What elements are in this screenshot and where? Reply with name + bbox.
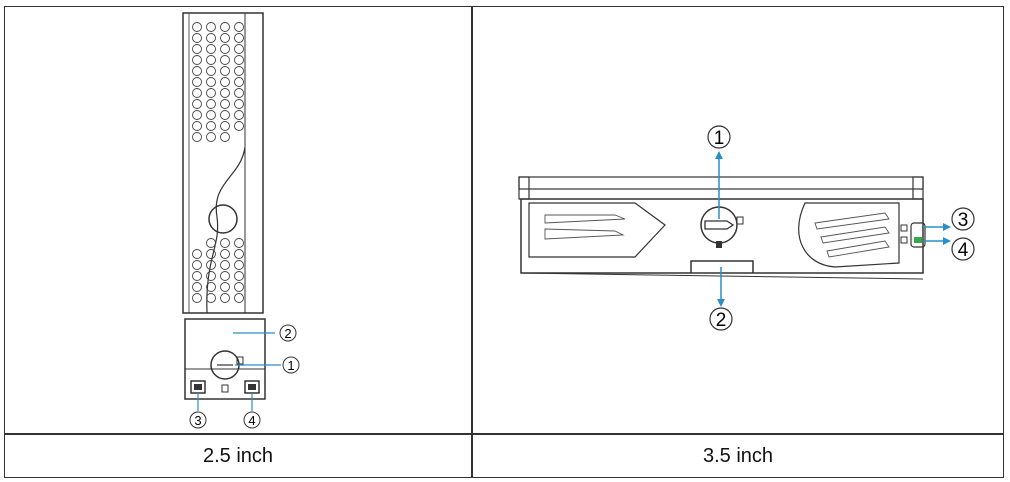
vent-hole xyxy=(192,293,202,303)
vent-hole xyxy=(192,249,202,259)
row-divider xyxy=(5,433,1003,435)
vent-hole xyxy=(192,44,202,54)
caption-3-5-inch: 3.5 inch xyxy=(702,444,774,467)
vent-hole xyxy=(192,132,202,142)
vent-hole xyxy=(234,249,244,259)
vent-hole xyxy=(220,110,230,120)
vent-hole xyxy=(220,88,230,98)
vent-hole xyxy=(192,55,202,65)
status-led xyxy=(914,237,922,243)
vent-hole xyxy=(220,260,230,270)
vent-hole xyxy=(220,293,230,303)
vent-hole xyxy=(206,44,216,54)
vent-hole xyxy=(192,22,202,32)
vent-hole xyxy=(220,77,230,87)
vent-hole xyxy=(220,282,230,292)
drive-tray-3-5-drawing: 1 2 3 4 xyxy=(518,125,975,331)
callout-circle-4 xyxy=(243,411,261,429)
callout-label-4: 4 xyxy=(248,413,255,428)
vent-hole xyxy=(220,132,230,142)
vent-hole xyxy=(234,44,244,54)
vent-hole xyxy=(192,88,202,98)
vent-hole xyxy=(192,77,202,87)
vent-hole xyxy=(206,55,216,65)
drive-tray-3-5-figure: 1 2 3 4 xyxy=(505,107,985,347)
callout-label-2: 2 xyxy=(716,310,727,331)
vent-hole xyxy=(234,66,244,76)
callout-label-4: 4 xyxy=(958,240,969,261)
column-divider xyxy=(471,7,473,477)
vent-hole xyxy=(192,66,202,76)
drive-tray-2-5-figure: 2 1 3 4 xyxy=(145,7,325,433)
callout-circle-2 xyxy=(709,307,733,331)
callout-circle-3 xyxy=(189,411,207,429)
vent-hole xyxy=(192,110,202,120)
drive-tray-2-5-drawing: 2 1 3 4 xyxy=(182,12,300,429)
vent-hole xyxy=(206,238,216,248)
vent-hole xyxy=(220,22,230,32)
vent-hole xyxy=(206,33,216,43)
callout-circle-1 xyxy=(282,356,300,374)
vent-hole xyxy=(234,33,244,43)
callout-circle-1 xyxy=(707,125,731,149)
vent-hole xyxy=(234,121,244,131)
vent-hole xyxy=(206,260,216,270)
vent-hole xyxy=(220,99,230,109)
vent-hole xyxy=(206,88,216,98)
vent-hole xyxy=(206,271,216,281)
vent-hole xyxy=(220,121,230,131)
vent-hole xyxy=(234,260,244,270)
vent-hole xyxy=(192,99,202,109)
vent-hole xyxy=(220,66,230,76)
figure-table: 2 1 3 4 xyxy=(4,6,1004,478)
callout-label-1: 1 xyxy=(287,358,294,373)
callout-label-3: 3 xyxy=(194,413,201,428)
vent-hole xyxy=(220,44,230,54)
vent-hole xyxy=(206,121,216,131)
vent-hole xyxy=(220,238,230,248)
vent-hole xyxy=(234,271,244,281)
vent-hole xyxy=(234,99,244,109)
vent-hole xyxy=(234,282,244,292)
vent-hole xyxy=(220,249,230,259)
vent-hole xyxy=(206,293,216,303)
vent-hole xyxy=(192,260,202,270)
vent-hole xyxy=(206,249,216,259)
vent-hole xyxy=(234,293,244,303)
vent-hole xyxy=(206,282,216,292)
vent-hole xyxy=(220,271,230,281)
vent-hole xyxy=(206,110,216,120)
vent-hole xyxy=(192,121,202,131)
callout-circle-4 xyxy=(951,237,975,261)
vent-hole xyxy=(234,55,244,65)
vent-hole xyxy=(192,33,202,43)
vent-hole xyxy=(192,271,202,281)
vent-hole xyxy=(192,282,202,292)
vent-hole xyxy=(234,22,244,32)
vent-hole xyxy=(206,77,216,87)
vent-hole xyxy=(234,238,244,248)
vent-hole xyxy=(220,33,230,43)
vent-hole xyxy=(220,55,230,65)
vent-hole xyxy=(206,132,216,142)
callout-circle-2 xyxy=(279,324,297,342)
vent-hole xyxy=(234,88,244,98)
callout-label-3: 3 xyxy=(958,210,969,231)
callout-label-1: 1 xyxy=(714,128,725,149)
callout-circle-3 xyxy=(951,207,975,231)
vent-hole xyxy=(206,99,216,109)
vent-hole xyxy=(206,66,216,76)
callout-label-2: 2 xyxy=(284,326,291,341)
vent-hole xyxy=(234,110,244,120)
vent-hole xyxy=(206,22,216,32)
caption-2-5-inch: 2.5 inch xyxy=(202,444,274,467)
vent-hole xyxy=(234,77,244,87)
